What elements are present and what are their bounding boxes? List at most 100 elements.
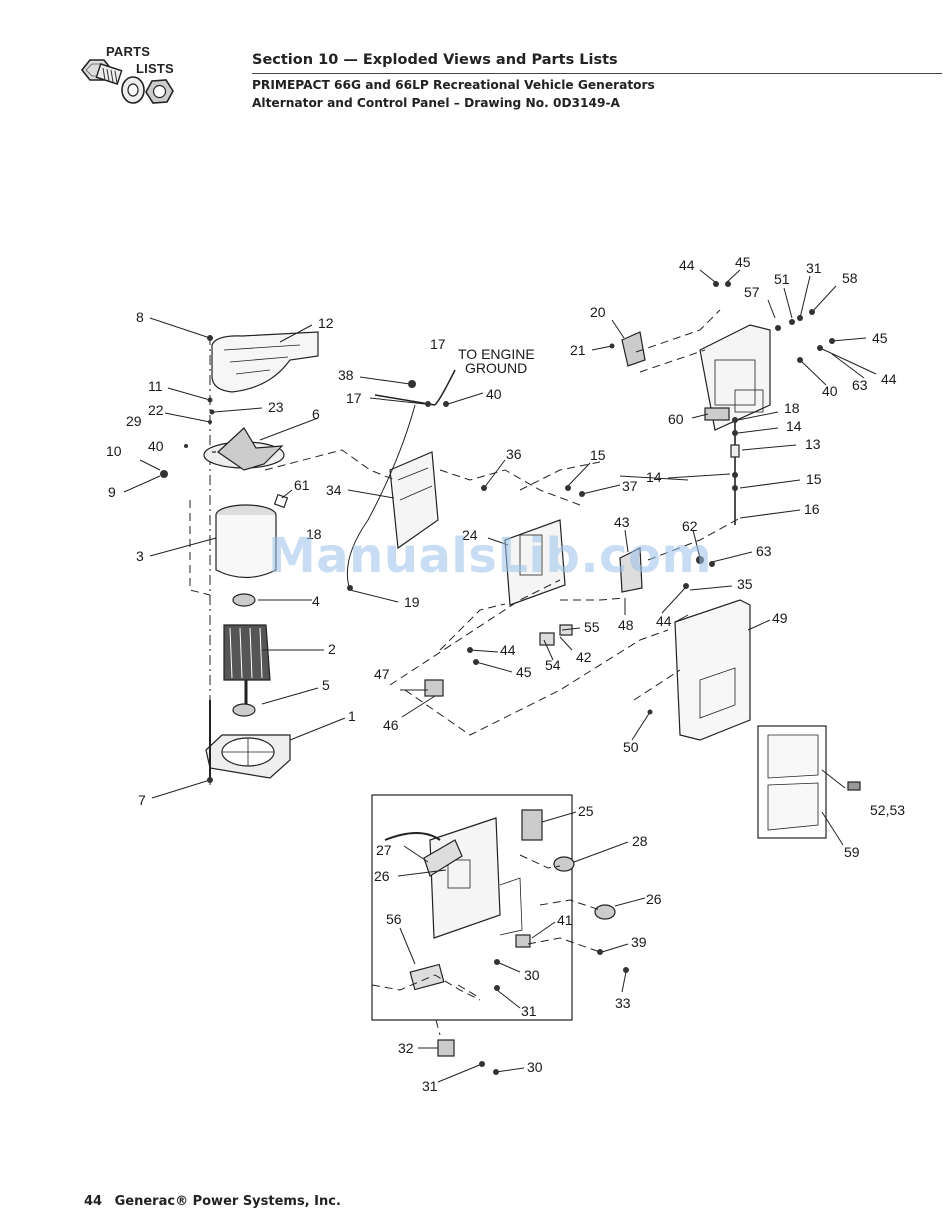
part-label: 55 xyxy=(584,619,600,635)
annotation-to-engine: TO ENGINE xyxy=(458,346,535,362)
logo-text-lists: LISTS xyxy=(136,61,174,76)
part-label: 22 xyxy=(148,402,164,418)
part-label: 21 xyxy=(570,342,586,358)
wiring-dashes xyxy=(189,309,741,1036)
part-label: 31 xyxy=(806,260,822,276)
model-subtitle: PRIMEPACT 66G and 66LP Recreational Vehi… xyxy=(252,78,655,92)
part-label: 23 xyxy=(268,399,284,415)
logo-text-parts: PARTS xyxy=(106,44,151,59)
part-label: 31 xyxy=(422,1078,438,1094)
part-label: 33 xyxy=(615,995,631,1011)
part-label: 30 xyxy=(527,1059,543,1075)
watermark: ManualsLib.com xyxy=(268,528,712,584)
nut-bolt-icon xyxy=(80,59,174,104)
page-header: PARTS LISTS Section 10 — Exploded Views … xyxy=(0,0,950,120)
part-label: 30 xyxy=(524,967,540,983)
part-label: 52,53 xyxy=(870,802,905,818)
header-rule xyxy=(252,73,942,74)
part-label: 26 xyxy=(646,891,662,907)
section-title: Section 10 — Exploded Views and Parts Li… xyxy=(252,52,618,68)
part-label: 59 xyxy=(844,844,860,860)
part-label: 44 xyxy=(881,371,897,387)
part-label: 56 xyxy=(386,911,402,927)
part-label: 37 xyxy=(622,478,638,494)
part-label: 18 xyxy=(306,526,322,542)
part-label: 45 xyxy=(516,664,532,680)
part-label: 42 xyxy=(576,649,592,665)
part-label: 28 xyxy=(632,833,648,849)
part-label: 63 xyxy=(852,377,868,393)
page-footer: 44 Generac® Power Systems, Inc. xyxy=(84,1194,341,1209)
part-label: 41 xyxy=(557,912,573,928)
part-label: 51 xyxy=(774,271,790,287)
part-label: 39 xyxy=(631,934,647,950)
part-label: 40 xyxy=(486,386,502,402)
part-drawings xyxy=(203,324,861,1057)
part-label: 15 xyxy=(806,471,822,487)
part-label: 40 xyxy=(822,383,838,399)
part-label: 44 xyxy=(656,613,672,629)
part-label: 27 xyxy=(376,842,392,858)
part-label: 47 xyxy=(374,666,390,682)
part-label: 16 xyxy=(804,501,820,517)
part-label: 25 xyxy=(578,803,594,819)
part-label: 3 xyxy=(136,548,144,564)
part-label: 8 xyxy=(136,309,144,325)
part-label: 44 xyxy=(500,642,516,658)
part-label: 48 xyxy=(618,617,634,633)
part-label: 19 xyxy=(404,594,420,610)
part-label: 24 xyxy=(462,527,478,543)
part-label: 12 xyxy=(318,315,334,331)
part-label: 6 xyxy=(312,406,320,422)
part-label: 14 xyxy=(646,469,662,485)
part-label: 15 xyxy=(590,447,606,463)
hardware-dots xyxy=(160,281,835,1075)
part-label: 17 xyxy=(346,390,362,406)
part-label: 32 xyxy=(398,1040,414,1056)
parts-lists-logo: PARTS LISTS xyxy=(76,40,186,110)
part-label: 46 xyxy=(383,717,399,733)
part-label: 54 xyxy=(545,657,561,673)
part-label: 58 xyxy=(842,270,858,286)
part-label: 18 xyxy=(784,400,800,416)
part-label: 38 xyxy=(338,367,354,383)
part-label: 31 xyxy=(521,1003,537,1019)
part-label: 60 xyxy=(668,411,684,427)
part-label: 62 xyxy=(682,518,698,534)
page-number: 44 xyxy=(84,1194,103,1209)
part-label: 29 xyxy=(126,413,142,429)
part-label: 17 xyxy=(430,336,446,352)
part-label: 20 xyxy=(590,304,606,320)
drawing-subtitle: Alternator and Control Panel – Drawing N… xyxy=(252,96,620,110)
part-label: 14 xyxy=(786,418,802,434)
part-label: 4 xyxy=(312,593,320,609)
part-label: 40 xyxy=(148,438,164,454)
part-label: 26 xyxy=(374,868,390,884)
part-label: 10 xyxy=(106,443,122,459)
part-label: 34 xyxy=(326,482,342,498)
part-label: 61 xyxy=(294,477,310,493)
part-label: 50 xyxy=(623,739,639,755)
company-name: Generac® Power Systems, Inc. xyxy=(114,1194,341,1209)
part-label: 57 xyxy=(744,284,760,300)
part-label: 7 xyxy=(138,792,146,808)
annotation-to-engine-ground: TO ENGINE GROUND xyxy=(458,346,535,376)
part-label: 45 xyxy=(735,254,751,270)
part-label: 44 xyxy=(679,257,695,273)
annotation-ground: GROUND xyxy=(465,360,527,376)
part-label: 63 xyxy=(756,543,772,559)
part-label: 45 xyxy=(872,330,888,346)
leader-lines xyxy=(123,269,877,1083)
part-label: 9 xyxy=(108,484,116,500)
part-label: 13 xyxy=(805,436,821,452)
part-label: 36 xyxy=(506,446,522,462)
part-label: 1 xyxy=(348,708,356,724)
part-label: 11 xyxy=(148,378,163,394)
part-label: 49 xyxy=(772,610,788,626)
part-label: 2 xyxy=(328,641,336,657)
part-label: 43 xyxy=(614,514,630,530)
part-label: 35 xyxy=(737,576,753,592)
part-label: 5 xyxy=(322,677,330,693)
